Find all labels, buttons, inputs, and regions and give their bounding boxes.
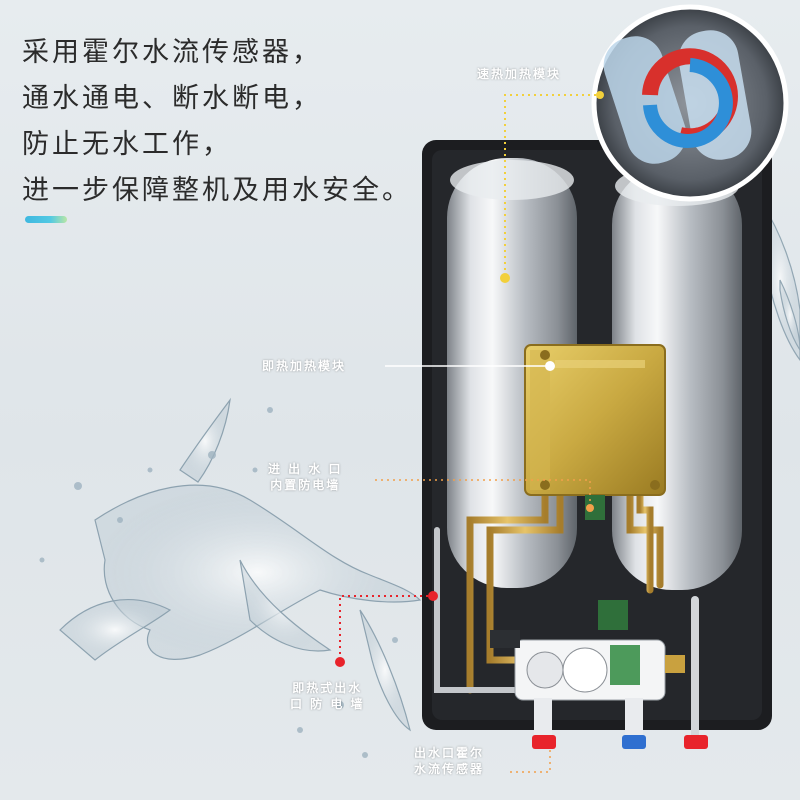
water-droplets xyxy=(39,407,398,758)
instant-heating-module xyxy=(524,344,666,520)
blue-connector xyxy=(622,735,646,749)
callout-instant-heating-module: 即热加热模块 xyxy=(262,359,347,373)
headline-line-2: 通水通电、断水断电， xyxy=(22,83,322,114)
valve-assembly xyxy=(490,600,685,738)
callout-inlet-line-2: 内置防电墙 xyxy=(270,478,341,492)
headline-text: 采用霍尔水流传感器， 通水通电、断水断电， 防止无水工作， 进一步保障整机及用水… xyxy=(22,30,412,214)
callout-hall-sensor: 出水口霍尔 水流传感器 xyxy=(414,745,484,777)
callout-inlet-line-1: 进 出 水 口 xyxy=(268,462,343,476)
headline-line-1: 采用霍尔水流传感器， xyxy=(22,37,322,68)
water-splash xyxy=(59,397,422,732)
callout-inlet-outlet: 进 出 水 口 内置防电墙 xyxy=(268,461,343,493)
red-connector xyxy=(532,735,556,749)
callout-outlet-wall: 即热式出水 口 防 电 墙 xyxy=(290,680,365,712)
accent-bar xyxy=(25,216,67,223)
callout-sensor-line-1: 出水口霍尔 xyxy=(414,746,485,760)
red-connector-right xyxy=(684,735,708,749)
headline-line-3: 防止无水工作， xyxy=(22,129,232,160)
fast-heating-module-zoom xyxy=(591,4,789,202)
copper-pipes xyxy=(466,491,664,694)
callout-outlet-line-2: 口 防 电 墙 xyxy=(290,697,365,711)
white-tube xyxy=(434,527,523,693)
callout-outlet-line-1: 即热式出水 xyxy=(292,681,363,695)
callout-fast-heating-module: 速热加热模块 xyxy=(477,67,562,81)
callout-lines xyxy=(335,91,604,773)
headline-line-4: 进一步保障整机及用水安全。 xyxy=(22,175,412,206)
callout-sensor-line-2: 水流传感器 xyxy=(414,762,485,776)
